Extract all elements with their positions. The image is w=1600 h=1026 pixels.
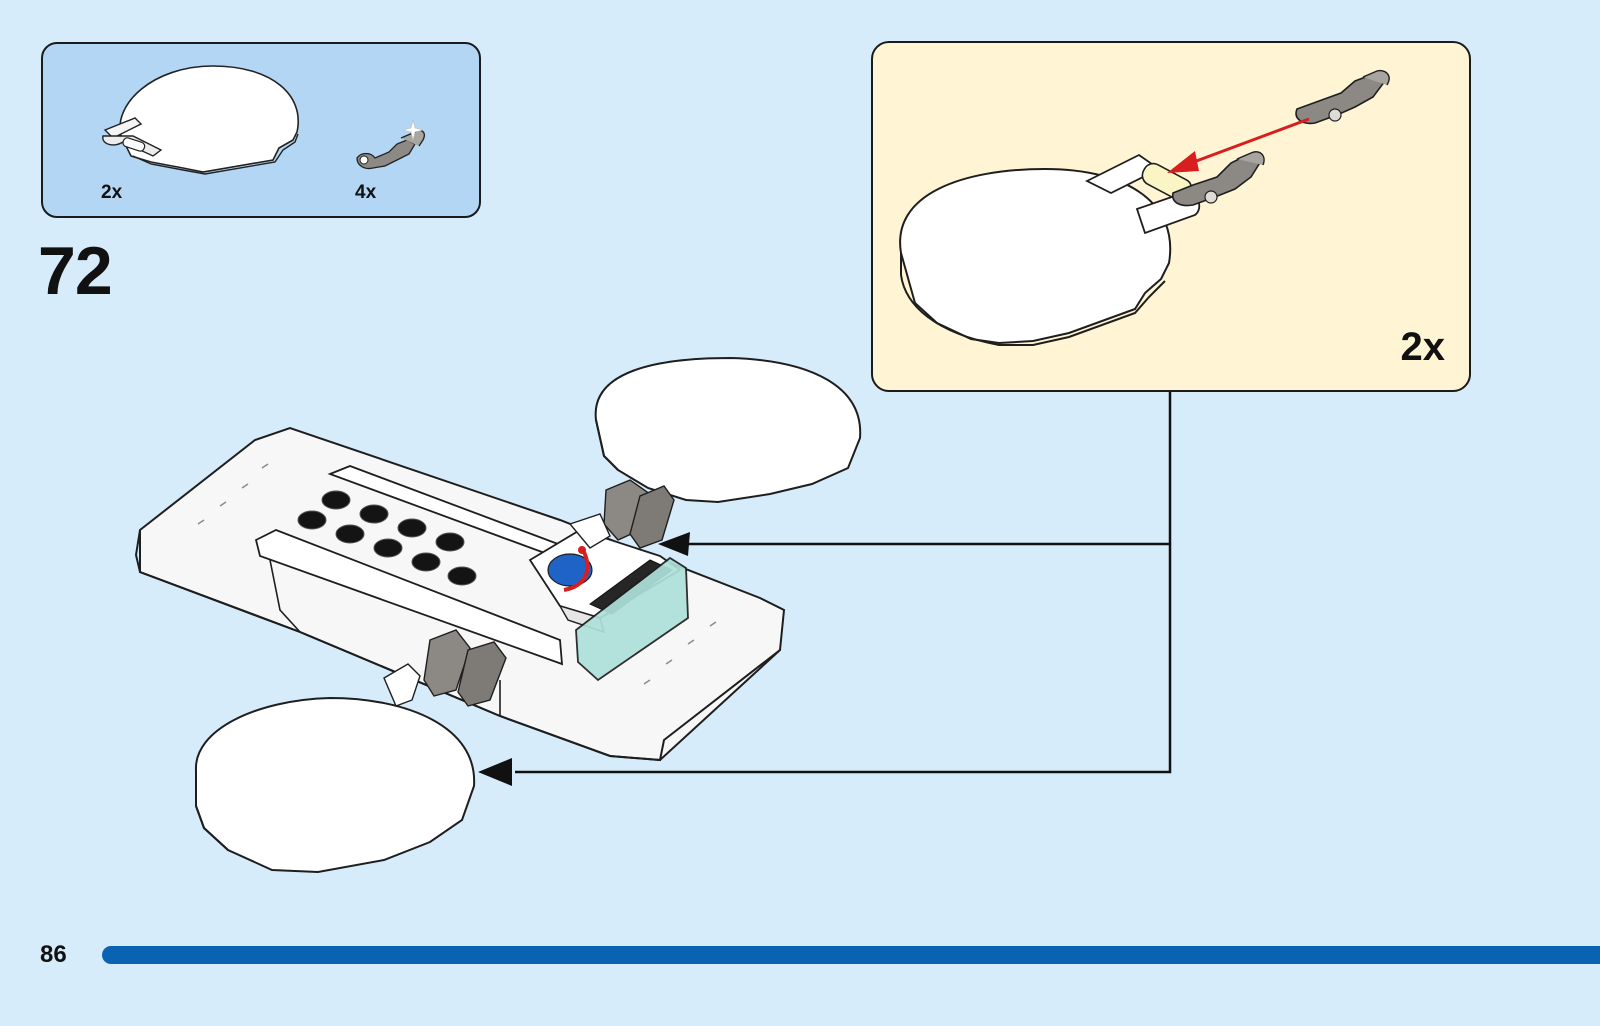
robot-arm-clip-icon — [570, 480, 674, 548]
upper-round-plate — [596, 358, 861, 502]
page-number: 86 — [40, 941, 67, 969]
lower-round-plate — [196, 698, 474, 872]
page-progress-bar — [102, 946, 1600, 964]
